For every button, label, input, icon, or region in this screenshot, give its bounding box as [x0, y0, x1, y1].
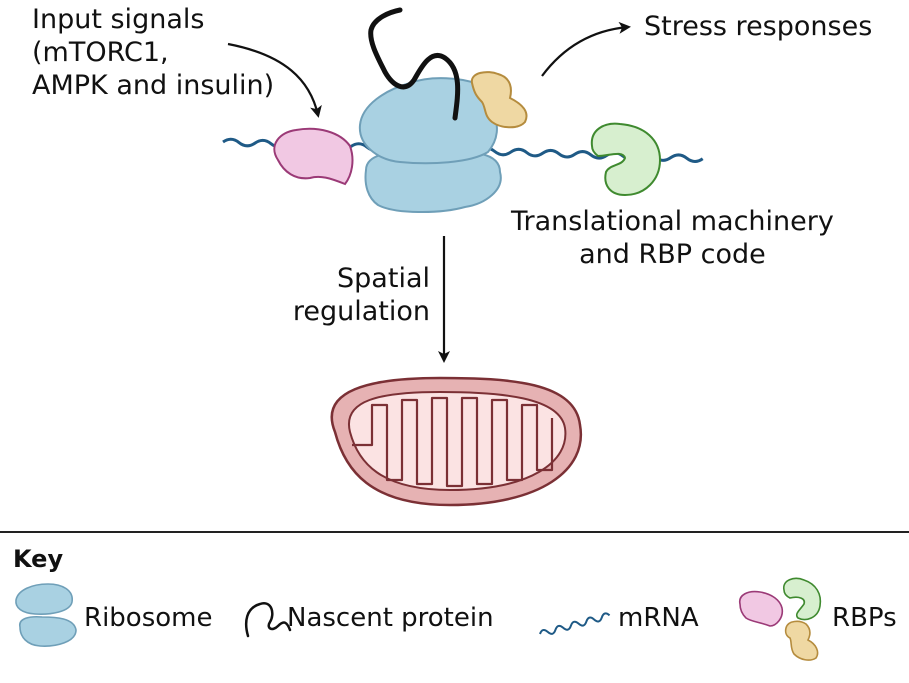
ribosome-icon [15, 583, 77, 647]
translational-machinery-label: Translational machinery and RBP code [511, 206, 834, 270]
key-nascent-protein-label: Nascent protein [287, 603, 494, 633]
rbp-pink [273, 127, 354, 186]
key-rbps-label: RBPs [832, 603, 897, 633]
mitochondrion-icon [330, 376, 583, 507]
input-signals-label: Input signals (mTORC1, AMPK and insulin) [32, 4, 275, 101]
stress-responses-label: Stress responses [644, 11, 873, 42]
nascent-protein [368, 7, 461, 121]
key-ribosome-label: Ribosome [84, 603, 213, 633]
mrna-icon [539, 612, 611, 635]
rbps-icon [738, 577, 822, 661]
stress-arrow [541, 21, 631, 77]
rbp-tan [470, 71, 528, 129]
key-mrna-label: mRNA [618, 603, 699, 633]
nascent-protein-icon [244, 602, 292, 638]
rbp-green [590, 122, 662, 197]
key-divider [0, 531, 909, 533]
spatial-regulation-label: Spatial regulation [292, 263, 430, 327]
key-title: Key [13, 545, 64, 573]
input-arrow [227, 42, 322, 118]
